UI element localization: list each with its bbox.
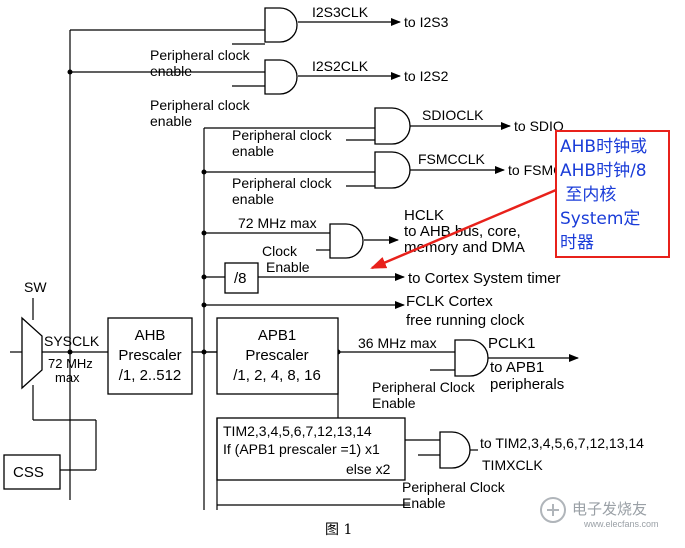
i2s2-clk-label: I2S2CLK (312, 58, 369, 74)
watermark-logo-icon (540, 497, 566, 523)
fsmc-dest-label: to FSMC (508, 162, 563, 178)
clock-label-underlines (298, 21, 380, 77)
div8-label: /8 (234, 270, 247, 287)
watermark: 电子发烧友 www.elecfans.com (540, 497, 659, 529)
sysclk-mux (21, 316, 43, 390)
i2s3-dest-label: to I2S3 (404, 14, 449, 30)
and-gate-timx (439, 431, 471, 469)
css-label: CSS (13, 464, 44, 481)
hclk-max-label: 72 MHz max (238, 215, 317, 231)
tim-list-label: TIM2,3,4,5,6,7,12,13,14 (223, 423, 372, 439)
sysclk-label: SYSCLK (44, 333, 100, 349)
watermark-main: 电子发烧友 (572, 500, 647, 518)
and-gate-pclk1 (454, 339, 489, 377)
ahb-prescaler-box (107, 317, 193, 395)
and-gate-i2s3 (264, 7, 298, 43)
tim-else-label: else x2 (346, 461, 391, 477)
sdio-dest-label: to SDIO (514, 118, 564, 134)
callout-box (555, 130, 670, 258)
figure-caption: 图 1 (325, 522, 352, 538)
callout-arrow (370, 188, 557, 270)
pclk1-title: PCLK1 (488, 335, 536, 352)
timx-clk-label: TIMXCLK (482, 457, 543, 473)
css-box (3, 454, 61, 490)
systimer-dest-label: to Cortex System timer (408, 270, 561, 287)
and-gate-hclk (329, 223, 364, 259)
sw-label: SW (24, 279, 47, 295)
div8-box (224, 262, 259, 294)
i2s2-dest-label: to I2S2 (404, 68, 449, 84)
tim-dest-label: to TIM2,3,4,5,6,7,12,13,14 (480, 435, 644, 451)
and-gate-sdio (374, 107, 411, 145)
and-gate-fsmc (374, 151, 411, 189)
and-gates (264, 7, 489, 469)
hclk-title: HCLK (404, 207, 444, 224)
sdio-clk-label: SDIOCLK (422, 107, 484, 123)
hclk-dest-label: to AHB bus, core,memory and DMA (404, 223, 525, 256)
apb1-prescaler-box (216, 317, 339, 395)
apb1-max-label: 36 MHz max (358, 335, 437, 351)
fsmc-clk-label: FSMCCLK (418, 151, 486, 167)
i2s3-clk-label: I2S3CLK (312, 4, 369, 20)
and-gate-i2s2 (264, 59, 298, 95)
watermark-sub: www.elecfans.com (583, 519, 659, 529)
blocks (3, 262, 406, 490)
tim-cond-label: If (APB1 prescaler =1) x1 (223, 441, 380, 457)
